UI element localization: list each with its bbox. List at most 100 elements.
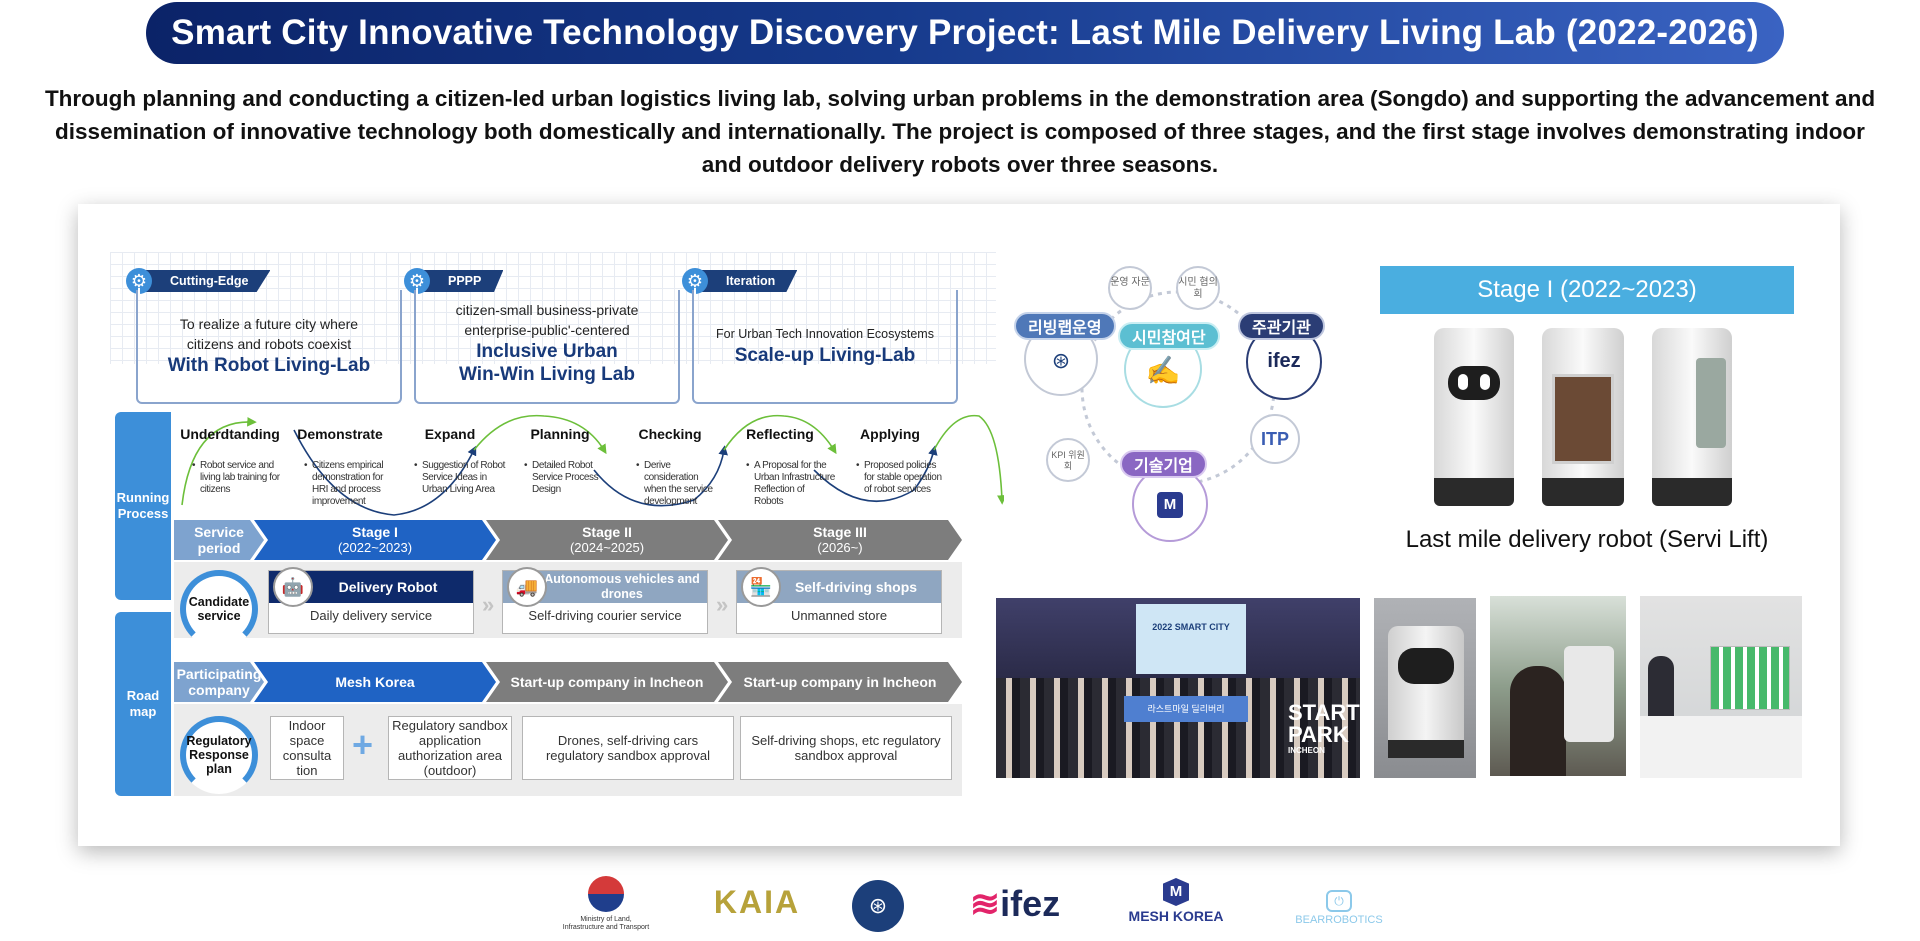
vision-2-line1: citizen-small business-private xyxy=(455,302,639,318)
plus-icon: + xyxy=(352,724,374,765)
page-title: Smart City Innovative Technology Discove… xyxy=(171,13,1759,52)
step-1-title: Underdtanding xyxy=(180,426,280,442)
company-2: Start-up company in Incheon xyxy=(486,662,728,702)
vision-2-bold2: Win-Win Living Lab xyxy=(459,364,635,385)
robot-base xyxy=(1652,478,1732,506)
robot-side-panel xyxy=(1696,358,1726,448)
step-6-desc: A Proposal for the Urban Infrastructure … xyxy=(746,460,836,508)
label-host: 주관기관 xyxy=(1238,312,1325,340)
university-seal-icon: ⊛ xyxy=(852,880,904,932)
service-period-label: Service period xyxy=(174,520,264,560)
step-3-desc: Suggestion of Robot Service Ideas in Urb… xyxy=(414,460,514,496)
vision-bracket-3 xyxy=(692,288,958,404)
sign-park: PARK xyxy=(1288,722,1349,747)
stage-2-chevron: Stage II (2024~2025) xyxy=(486,520,728,560)
mesh-logo-icon: M xyxy=(1157,492,1183,518)
step-3-title: Expand xyxy=(424,426,476,442)
vision-2-bold: Inclusive Urban xyxy=(476,341,618,362)
robot-face xyxy=(1448,366,1500,400)
step-4-title: Planning xyxy=(530,426,590,442)
shop-icon: 🏪 xyxy=(741,567,781,607)
workshop-photo xyxy=(1640,596,1802,778)
vehicle-icon: 🚚 xyxy=(507,567,547,607)
reg-box-4: Self-driving shops, etc regulatory sandb… xyxy=(740,716,952,780)
vision-text-2: citizen-small business-private enterpris… xyxy=(416,300,678,386)
running-process-label: Running Process xyxy=(115,412,171,600)
step-5-title: Checking xyxy=(638,426,702,442)
robot-icon: 🤖 xyxy=(273,567,313,607)
person-silhouette xyxy=(1510,666,1566,776)
stage-2-years: (2024~2025) xyxy=(569,540,645,555)
reg-box-1: Indoor space consulta tion xyxy=(270,716,344,780)
mesh-logo-icon: M xyxy=(1163,878,1189,906)
taeguk-icon xyxy=(588,876,624,912)
robot-base xyxy=(1434,478,1514,506)
vision-text-3: For Urban Tech Innovation Ecosystems Sca… xyxy=(694,324,956,367)
group-photo: 2022 SMART CITY 라스트마일 딜리버리 START PARK IN… xyxy=(996,598,1360,778)
vision-1-bold: With Robot Living-Lab xyxy=(167,355,371,376)
node-advisory: 운영 자문 xyxy=(1108,266,1152,310)
regulatory-badge: Regulatory Response plan xyxy=(180,716,258,794)
workshop-board xyxy=(1710,646,1790,710)
startpark-sign: START PARK INCHEON xyxy=(1288,702,1360,756)
roadmap-label: Road map xyxy=(115,612,171,796)
step-2-title: Demonstrate xyxy=(297,426,383,442)
robot-compartment xyxy=(1552,374,1614,464)
robot-base xyxy=(1388,740,1464,758)
label-tech: 기술기업 xyxy=(1120,450,1207,478)
kaia-logo: KAIA xyxy=(713,884,801,920)
robot-eye xyxy=(1480,374,1490,390)
robot-body xyxy=(1388,626,1464,758)
vision-tag-2: PPPP xyxy=(410,270,504,292)
candidate-1-body: Daily delivery service xyxy=(309,608,433,623)
vision-bracket-1 xyxy=(136,288,402,404)
company-1: Mesh Korea xyxy=(254,662,496,702)
node-citizen-council: 시민 협의회 xyxy=(1176,266,1220,310)
arc-green-1 xyxy=(181,417,257,506)
company-3: Start-up company in Incheon xyxy=(718,662,962,702)
ifez-footer-logo: ≋ifez xyxy=(956,884,1074,924)
step-6-title: Reflecting xyxy=(746,426,814,442)
sign-incheon: INCHEON xyxy=(1288,746,1325,755)
gear-icon: ⚙ xyxy=(126,268,152,294)
candidate-autonomous: Autonomous vehicles and drones Self-driv… xyxy=(502,567,708,634)
intro-text: Through planning and conducting a citize… xyxy=(44,86,1876,177)
robot-photo-open xyxy=(1542,328,1624,506)
vision-3-line1: For Urban Tech Innovation Ecosystems xyxy=(716,327,934,341)
candidate-delivery-robot: Delivery Robot Daily delivery service 🤖 xyxy=(268,567,474,634)
mesh-korea-logo: M MESH KOREA xyxy=(1128,878,1224,924)
vision-bracket-2 xyxy=(414,288,680,404)
stage-3-chevron: Stage III (2026~) xyxy=(718,520,962,560)
stage-1-years: (2022~2023) xyxy=(337,540,413,555)
vision-2-line2: enterprise-public'-centered xyxy=(464,322,630,338)
arc-green-2 xyxy=(473,414,607,455)
stage-1-chevron: Stage I (2022~2023) xyxy=(254,520,496,560)
university-seal-icon: ⊛ xyxy=(1051,348,1071,373)
vision-1-line1: To realize a future city where xyxy=(179,316,359,332)
chevron-right-icon: » xyxy=(482,592,495,617)
robot-photo-side xyxy=(1652,328,1732,506)
participating-label: Participating company xyxy=(174,662,264,702)
stage-2-name: Stage II xyxy=(582,524,632,540)
crowd xyxy=(996,678,1360,778)
title-banner: Smart City Innovative Technology Discove… xyxy=(146,2,1784,64)
event-screen: 2022 SMART CITY xyxy=(1136,604,1246,674)
ifez-text: ifez xyxy=(1000,883,1061,924)
stage-box-title: Stage I (2022~2023) xyxy=(1380,266,1794,314)
candidate-3-body: Unmanned store xyxy=(790,608,888,623)
arc-green-3 xyxy=(723,414,837,455)
robot-photo-front xyxy=(1434,328,1514,506)
ministry-name-1: Ministry of Land, xyxy=(580,916,632,923)
vision-tag-1: Cutting-Edge xyxy=(132,270,271,292)
person-silhouette xyxy=(1648,656,1674,716)
citizen-test-photo xyxy=(1490,596,1626,776)
robot-base xyxy=(1542,478,1624,506)
robot-closeup-photo xyxy=(1374,598,1476,778)
step-7-title: Applying xyxy=(860,426,920,442)
ifez-logo: ifez xyxy=(1267,350,1301,372)
label-livinglab: 리빙랩운영 xyxy=(1014,312,1116,340)
power-icon: ⏻ xyxy=(1326,890,1352,912)
step-2-desc: Citizens empirical demonstration for HRI… xyxy=(304,460,394,508)
arc-green-4 xyxy=(933,414,1004,505)
stage-1-name: Stage I xyxy=(352,524,398,540)
